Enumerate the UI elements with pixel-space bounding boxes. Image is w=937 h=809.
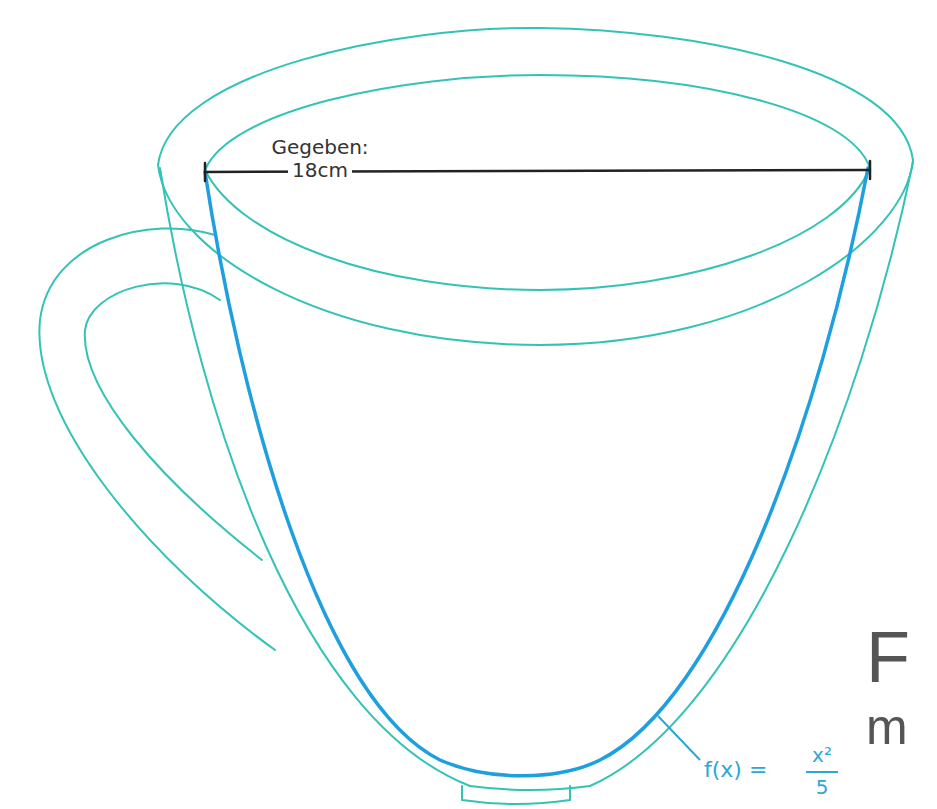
cup-foot [462,786,570,804]
dimension-tick [869,161,872,179]
outer-rim [158,28,913,345]
cup-bottom [470,786,590,790]
parabola-curve [205,168,868,776]
handle-outer [39,228,275,650]
given-label: Gegeben: [271,136,368,158]
handle-inner [85,283,262,560]
heading-fragment: m [866,700,908,755]
leader-line [658,716,700,760]
cup-body-right [590,162,913,786]
fraction-bar [806,771,838,773]
formula-denominator: 5 [816,776,829,798]
cup-body-left [160,168,470,786]
heading-fragment: F [866,618,910,697]
dimension-label: 18cm [288,159,352,181]
formula-numerator: x² [812,744,832,766]
inner-rim [205,75,870,290]
dimension-tick [204,163,207,181]
formula-label: f(x) = [704,758,767,782]
